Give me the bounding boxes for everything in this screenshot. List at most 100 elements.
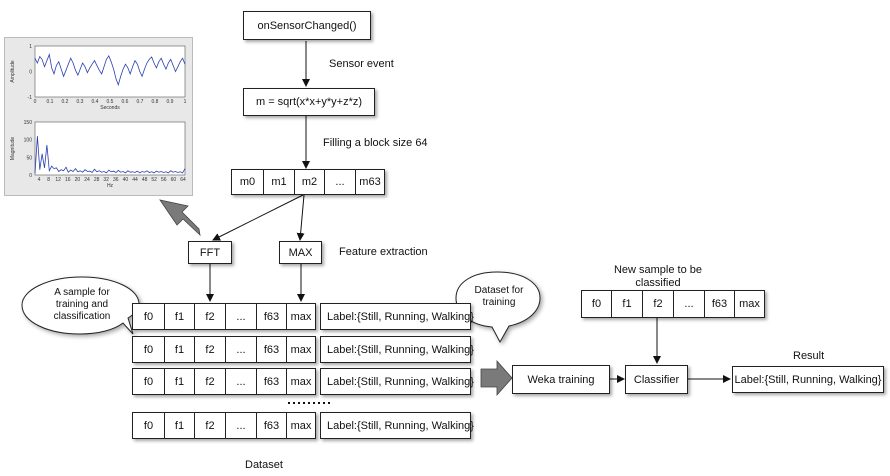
dataset-cell: ... <box>226 413 257 438</box>
top-plot-ylabel: Amplitude <box>10 60 16 82</box>
new-sample-cell: ... <box>674 291 705 317</box>
dataset-cell: f0 <box>133 369 165 394</box>
sample-bubble-shape <box>21 276 140 335</box>
block-cell: m0 <box>232 170 264 194</box>
top-plot-xtick: 0 <box>34 99 37 105</box>
bottom-plot-xtick: 56 <box>161 177 167 183</box>
magnitude-formula-box: m = sqrt(x*x+y*y+z*z) <box>243 88 375 116</box>
result-title: Result <box>793 350 825 362</box>
bottom-plot-xtick: 24 <box>84 177 90 183</box>
bottom-plot-ylabel: Magnitude <box>10 137 16 161</box>
dataset-bubble-line: Dataset for <box>474 285 524 296</box>
dataset-bubble-shape <box>455 271 541 344</box>
top-plot-xtick: 0.9 <box>167 99 174 105</box>
top-plot-xtick: 0.8 <box>152 99 159 105</box>
top-plot-xtick: 0.7 <box>137 99 144 105</box>
dataset-cell: ... <box>226 369 257 394</box>
new-sample-cell: f1 <box>612 291 643 317</box>
dataset-cell: f1 <box>165 413 195 438</box>
top-plot-ytick: 1 <box>29 44 32 50</box>
bottom-plot-xtick: 8 <box>47 177 50 183</box>
dataset-cell: ... <box>226 337 257 362</box>
filling-block-label: Filling a block size 64 <box>323 137 428 149</box>
bottom-plot-xtick: 32 <box>103 177 109 183</box>
dataset-cell: f0 <box>133 304 165 329</box>
top-plot-xtick: 0.4 <box>92 99 99 105</box>
arrow-to-fft <box>212 194 304 241</box>
dataset-cell: f63 <box>257 337 287 362</box>
dataset-bubble-line: training <box>482 297 516 308</box>
bottom-plot-ytick: 50 <box>26 155 32 161</box>
sensor-event-label: Sensor event <box>329 58 394 70</box>
new-sample-cell: f63 <box>705 291 735 317</box>
top-plot-xlabel: Seconds <box>100 105 120 111</box>
dataset-cell: f1 <box>165 304 195 329</box>
new-sample-title-line: New sample to be <box>613 264 703 276</box>
new-sample-cell: max <box>739 298 760 310</box>
bottom-plot-frame <box>34 121 186 176</box>
block-row: m0 m1 m2 ... m63 <box>231 169 385 195</box>
dataset-cell: f2 <box>195 304 226 329</box>
bottom-plot-xtick: 52 <box>151 177 157 183</box>
result-label-box: Label:{Still, Running, Walking} <box>732 366 884 393</box>
block-cell: m1 <box>264 170 295 194</box>
new-sample-title-line: classified <box>635 277 681 289</box>
feature-extraction-label: Feature extraction <box>339 246 428 258</box>
dataset-row-label: Label:{Still, Running, Walking} <box>320 336 474 363</box>
top-plot-xtick: 0.2 <box>62 99 69 105</box>
sample-bubble-line: classification <box>53 311 111 322</box>
new-sample-cell: f0 <box>582 291 612 317</box>
dataset-cell: f2 <box>195 413 226 438</box>
block-cell: m2 <box>295 170 325 194</box>
bottom-plot-line <box>34 136 186 174</box>
top-plot-ytick: 0 <box>29 70 32 76</box>
arrow-to-max <box>296 194 305 241</box>
dataset-cell: f2 <box>195 369 226 394</box>
bottom-plot-ytick: 150 <box>24 120 33 126</box>
bottom-plot-ytick: 0 <box>29 173 32 179</box>
dataset-cell: f1 <box>165 369 195 394</box>
new-sample-title: New sample to be classified <box>608 264 708 290</box>
dataset-cell: f1 <box>165 337 195 362</box>
dataset-title: Dataset <box>245 459 283 471</box>
weka-training-box: Weka training <box>512 365 610 394</box>
dataset-cell: max <box>290 375 312 388</box>
top-plot-xtick: 1 <box>184 99 187 105</box>
block-cell: m63 <box>359 176 381 188</box>
dataset-cell: f63 <box>257 369 287 394</box>
block-cell: ... <box>325 170 356 194</box>
dataset-cell: f0 <box>133 337 165 362</box>
bottom-plot-xtick: 40 <box>123 177 129 183</box>
dataset-cell: f63 <box>257 304 287 329</box>
top-plot-line <box>34 53 186 87</box>
top-plot-xtick: 0.1 <box>47 99 54 105</box>
on-sensor-changed-box: onSensorChanged() <box>243 11 371 40</box>
new-sample-cell: f2 <box>643 291 674 317</box>
bottom-plot-xtick: 28 <box>94 177 100 183</box>
gray-arrow-to-plots <box>159 199 201 237</box>
sample-bubble-line: A sample for <box>54 287 110 298</box>
sample-bubble-text: A sample for training and classification <box>30 287 134 323</box>
bottom-plot-xtick: 12 <box>55 177 61 183</box>
dataset-bubble-text: Dataset for training <box>462 285 536 309</box>
dataset-cell: f2 <box>195 337 226 362</box>
bottom-plot-xtick: 48 <box>142 177 148 183</box>
dataset-cell: f0 <box>133 413 165 438</box>
top-plot-frame <box>34 45 186 98</box>
dataset-cell: max <box>290 343 312 356</box>
bottom-plot-xtick: 44 <box>132 177 138 183</box>
bottom-plot-xtick: 4 <box>38 177 41 183</box>
top-plot-xtick: 0.5 <box>107 99 114 105</box>
bottom-plot-xtick: 64 <box>180 177 186 183</box>
top-plot-ytick: -1 <box>28 95 33 101</box>
bottom-plot-xtick: 36 <box>113 177 119 183</box>
bottom-plot-xtick: 16 <box>65 177 71 183</box>
bottom-plot-xtick: 60 <box>171 177 177 183</box>
